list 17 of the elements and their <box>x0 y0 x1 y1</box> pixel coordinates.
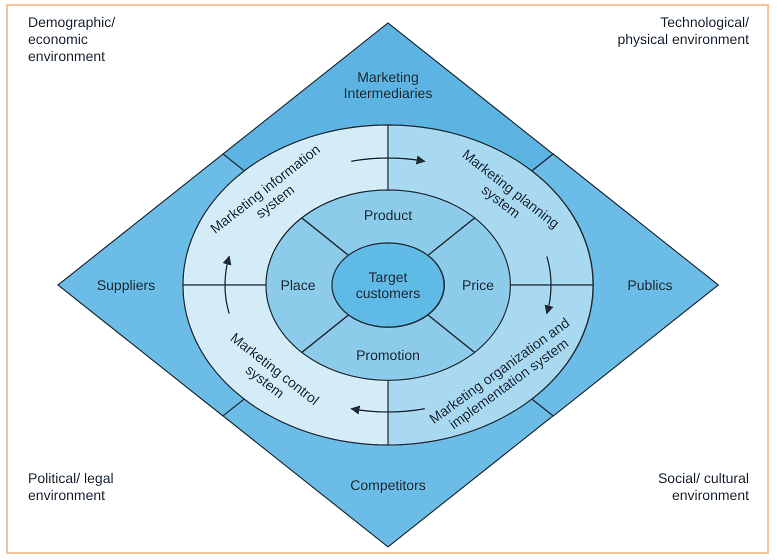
cycle-arrow <box>350 406 425 415</box>
environment-label: Technological/ physical environment <box>616 14 749 48</box>
environment-label: Social/ cultural environment <box>656 470 749 504</box>
segment-label: Price <box>461 276 495 293</box>
segment-label: Publics <box>626 277 674 293</box>
cycle-arrow <box>544 256 554 314</box>
segment-label: Place <box>279 276 317 293</box>
segment-label: Product <box>362 207 414 223</box>
cycle-arrow <box>222 256 232 314</box>
environment-label: Demographic/ economic environment <box>28 14 116 65</box>
environment-label: Political/ legal environment <box>28 470 115 504</box>
segment-label: Suppliers <box>96 277 156 293</box>
cycle-arrow <box>351 155 426 164</box>
center-label: Target customers <box>354 269 422 301</box>
segment-label: Competitors <box>349 476 427 493</box>
segment-label: Marketing Intermediaries <box>342 69 434 101</box>
segment-label: Promotion <box>355 346 421 363</box>
